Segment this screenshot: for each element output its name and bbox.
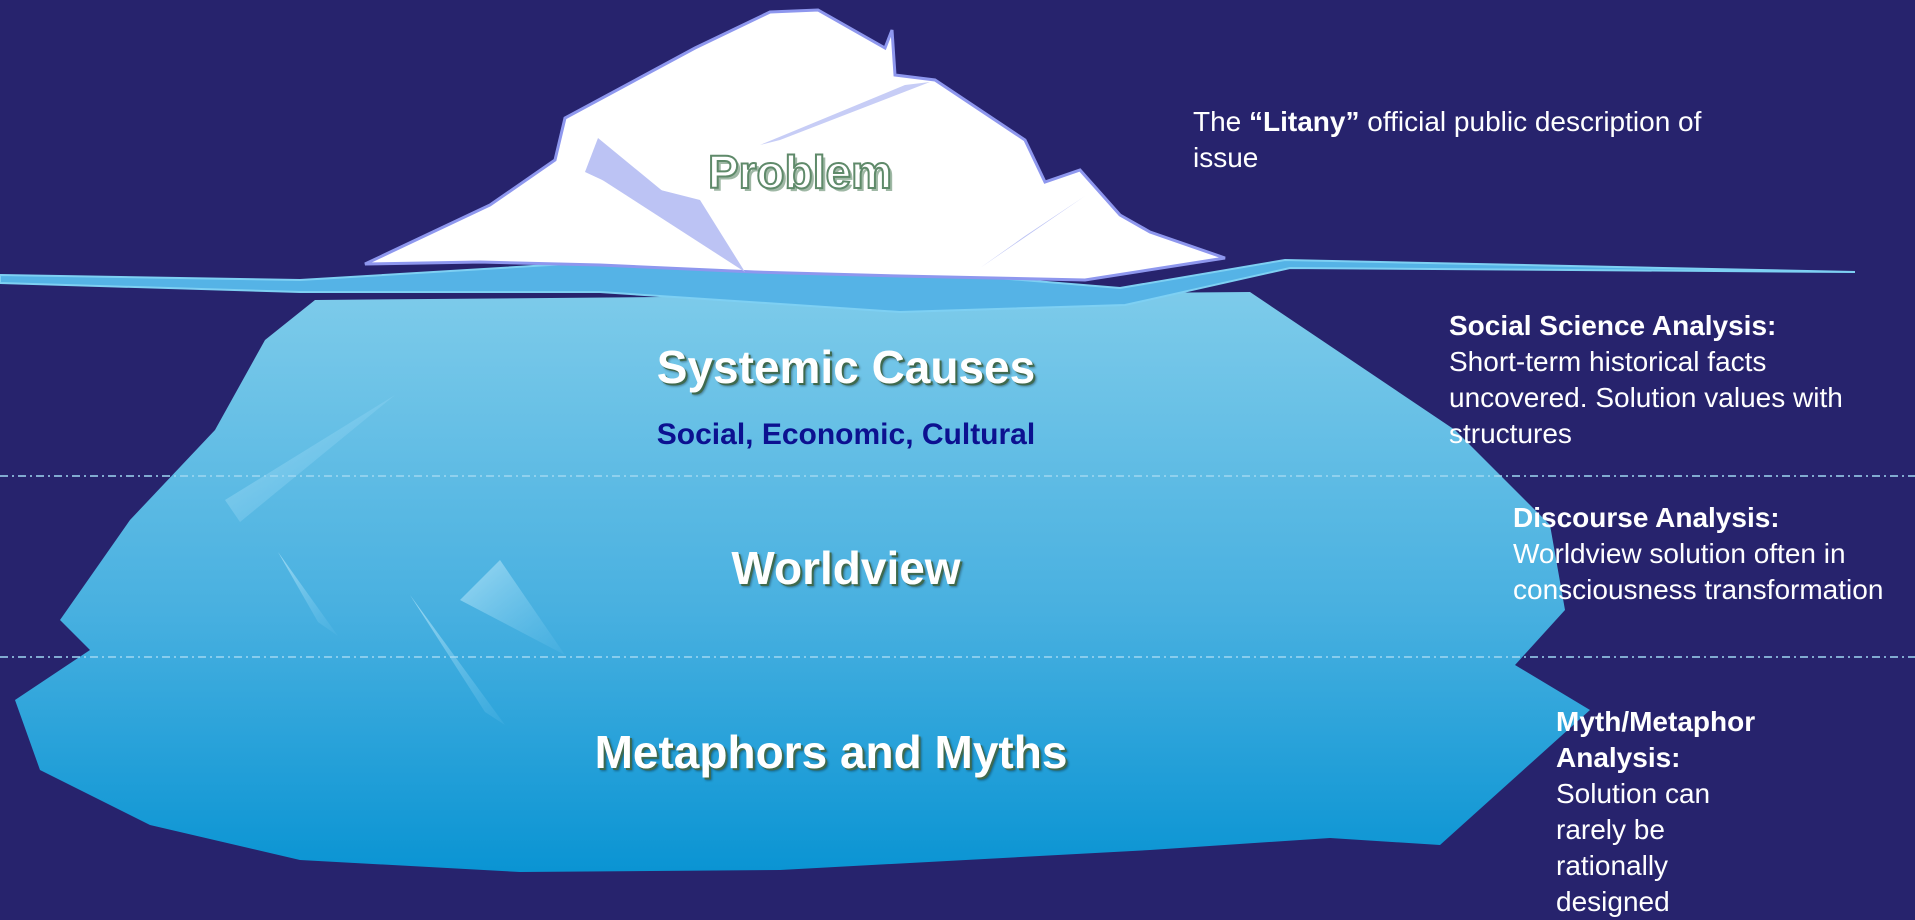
iceberg-submerged-body xyxy=(15,292,1590,872)
social-science-note: Social Science Analysis: Short-term hist… xyxy=(1449,308,1849,452)
metaphors-myths-label: Metaphors and Myths xyxy=(594,726,1068,778)
ice-shard xyxy=(410,595,505,725)
discourse-heading: Discourse Analysis: xyxy=(1513,502,1780,533)
social-science-heading: Social Science Analysis: xyxy=(1449,310,1777,341)
discourse-note: Discourse Analysis: Worldview solution o… xyxy=(1513,500,1913,608)
litany-bold: “Litany” xyxy=(1249,106,1360,137)
myth-metaphor-heading: Myth/Metaphor Analysis: xyxy=(1556,706,1756,773)
myth-metaphor-body: Solution can rarely be rationally design… xyxy=(1556,778,1711,917)
peak-shade xyxy=(590,172,745,272)
litany-note: The “Litany” official public description… xyxy=(1193,104,1753,176)
ice-shard xyxy=(225,395,395,522)
ice-shard xyxy=(278,552,338,636)
systemic-causes-label: Systemic Causes xyxy=(656,341,1036,393)
peak-shade xyxy=(980,196,1085,268)
worldview-label: Worldview xyxy=(731,542,961,594)
social-science-body: Short-term historical facts uncovered. S… xyxy=(1449,346,1843,449)
iceberg-peak xyxy=(364,8,1226,282)
litany-text: official public description of issue xyxy=(1193,106,1702,173)
peak-shade xyxy=(760,82,930,145)
ice-shard xyxy=(460,560,565,655)
litany-prefix: The xyxy=(1193,106,1250,137)
myth-metaphor-note: Myth/Metaphor Analysis: Solution can rar… xyxy=(1556,704,1771,920)
problem-label: Problem xyxy=(707,145,893,199)
discourse-body: Worldview solution often in consciousnes… xyxy=(1513,538,1884,605)
systemic-causes-subtitle: Social, Economic, Cultural xyxy=(656,418,1036,451)
